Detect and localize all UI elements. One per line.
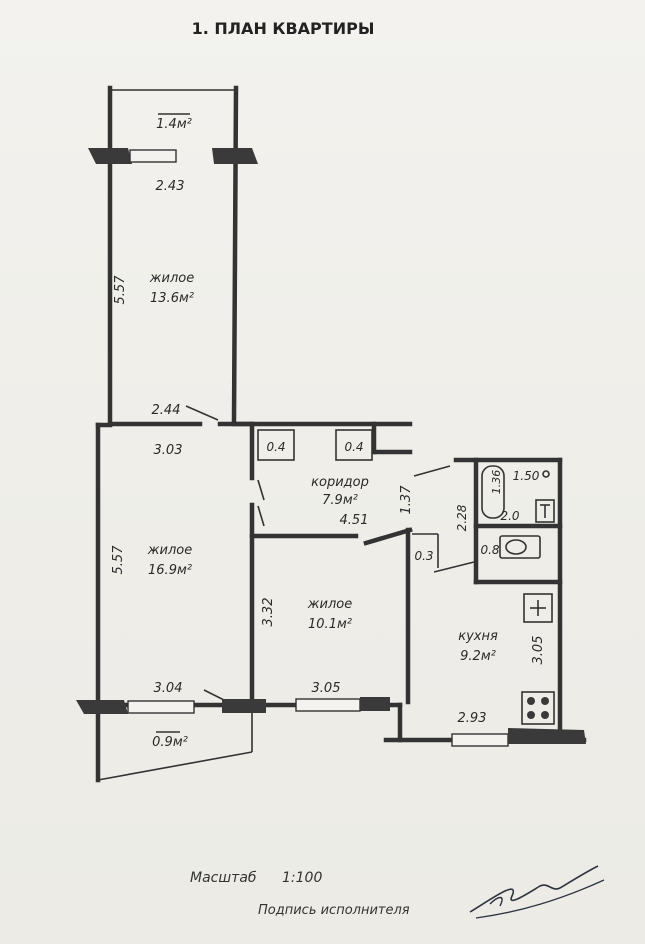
window-bl-left-sill	[76, 700, 128, 714]
closet1-outline	[257, 429, 295, 461]
living2-width-bottom: 3.04	[154, 681, 183, 696]
toilet-length: 2.28	[455, 504, 469, 531]
window-kitchen	[451, 733, 509, 747]
scale-label: Масштаб	[190, 870, 257, 886]
faucet-icon	[542, 470, 550, 478]
window-top-left-sill	[88, 148, 132, 164]
kitchen-width: 2.93	[458, 711, 487, 726]
living2-width-top: 3.03	[154, 443, 183, 458]
closet2-outline	[335, 429, 373, 461]
window-bottom-left	[127, 700, 195, 714]
kitchen-length: 3.05	[531, 636, 546, 665]
kitchen-name: кухня	[458, 629, 498, 644]
balcony-top-area: 1.4м²	[156, 117, 192, 132]
corridor-length: 4.51	[340, 513, 369, 528]
balcony-bottom-area: 0.9м²	[152, 735, 188, 750]
living3-area: 10.1м²	[308, 617, 352, 632]
window-room3-right-sill	[360, 697, 390, 711]
toilet-area: 0.8	[480, 543, 499, 557]
wall-room1-right	[231, 85, 239, 423]
living3-name: жилое	[307, 597, 352, 612]
balcony-top-width: 2.43	[156, 179, 185, 194]
corridor-name: коридор	[311, 475, 369, 490]
living1-name: жилое	[149, 271, 194, 286]
door-room2b	[257, 505, 265, 527]
wall-door-diag	[363, 527, 413, 546]
signature-icon	[469, 865, 605, 919]
living3-width: 3.05	[312, 681, 341, 696]
page-title: 1. ПЛАН КВАРТИРЫ	[192, 19, 375, 38]
living2-length: 5.57	[111, 545, 126, 575]
kitchen-sink-icon	[523, 593, 553, 623]
bath-depth: 1.36	[490, 470, 503, 495]
closet2-area: 0.4	[344, 440, 363, 454]
living3-length: 3.32	[261, 598, 276, 627]
door-room1	[185, 405, 219, 421]
window-top-right-sill	[212, 148, 258, 164]
windows	[76, 148, 586, 747]
window-bottom-room3	[295, 698, 361, 712]
stove-icon	[521, 691, 555, 725]
window-br-sill	[222, 699, 266, 713]
sink-icon	[535, 499, 555, 523]
living2-name: жилое	[147, 543, 192, 558]
bathtub-icon	[481, 465, 505, 519]
room-labels: 1.4м² 2.43 жилое 13.6м² 5.57 2.44 3.03 ж…	[111, 113, 546, 750]
pantry-area: 0.3	[414, 549, 433, 563]
door-kitchen	[433, 561, 475, 573]
window-top	[129, 149, 177, 163]
scale-value: 1:100	[282, 870, 322, 886]
living1-area: 13.6м²	[150, 291, 194, 306]
door-corridor-bath	[413, 465, 451, 477]
kitchen-area: 9.2м²	[460, 649, 496, 664]
fixtures	[481, 465, 555, 725]
balcony-bottom-rail	[97, 751, 253, 781]
living1-width: 2.44	[152, 403, 181, 418]
signature-label: Подпись исполнителя	[258, 903, 410, 918]
living2-area: 16.9м²	[148, 563, 192, 578]
window-kitchen-sill	[508, 728, 586, 744]
closet1-area: 0.4	[266, 440, 285, 454]
door-room2	[257, 479, 265, 501]
living1-length: 5.57	[113, 275, 128, 305]
bath-area: 2.0	[500, 509, 519, 523]
toilet-icon	[499, 535, 541, 559]
corridor-width: 1.37	[399, 485, 414, 515]
bath-width: 1.50	[513, 469, 540, 483]
corridor-area: 7.9м²	[322, 493, 358, 508]
